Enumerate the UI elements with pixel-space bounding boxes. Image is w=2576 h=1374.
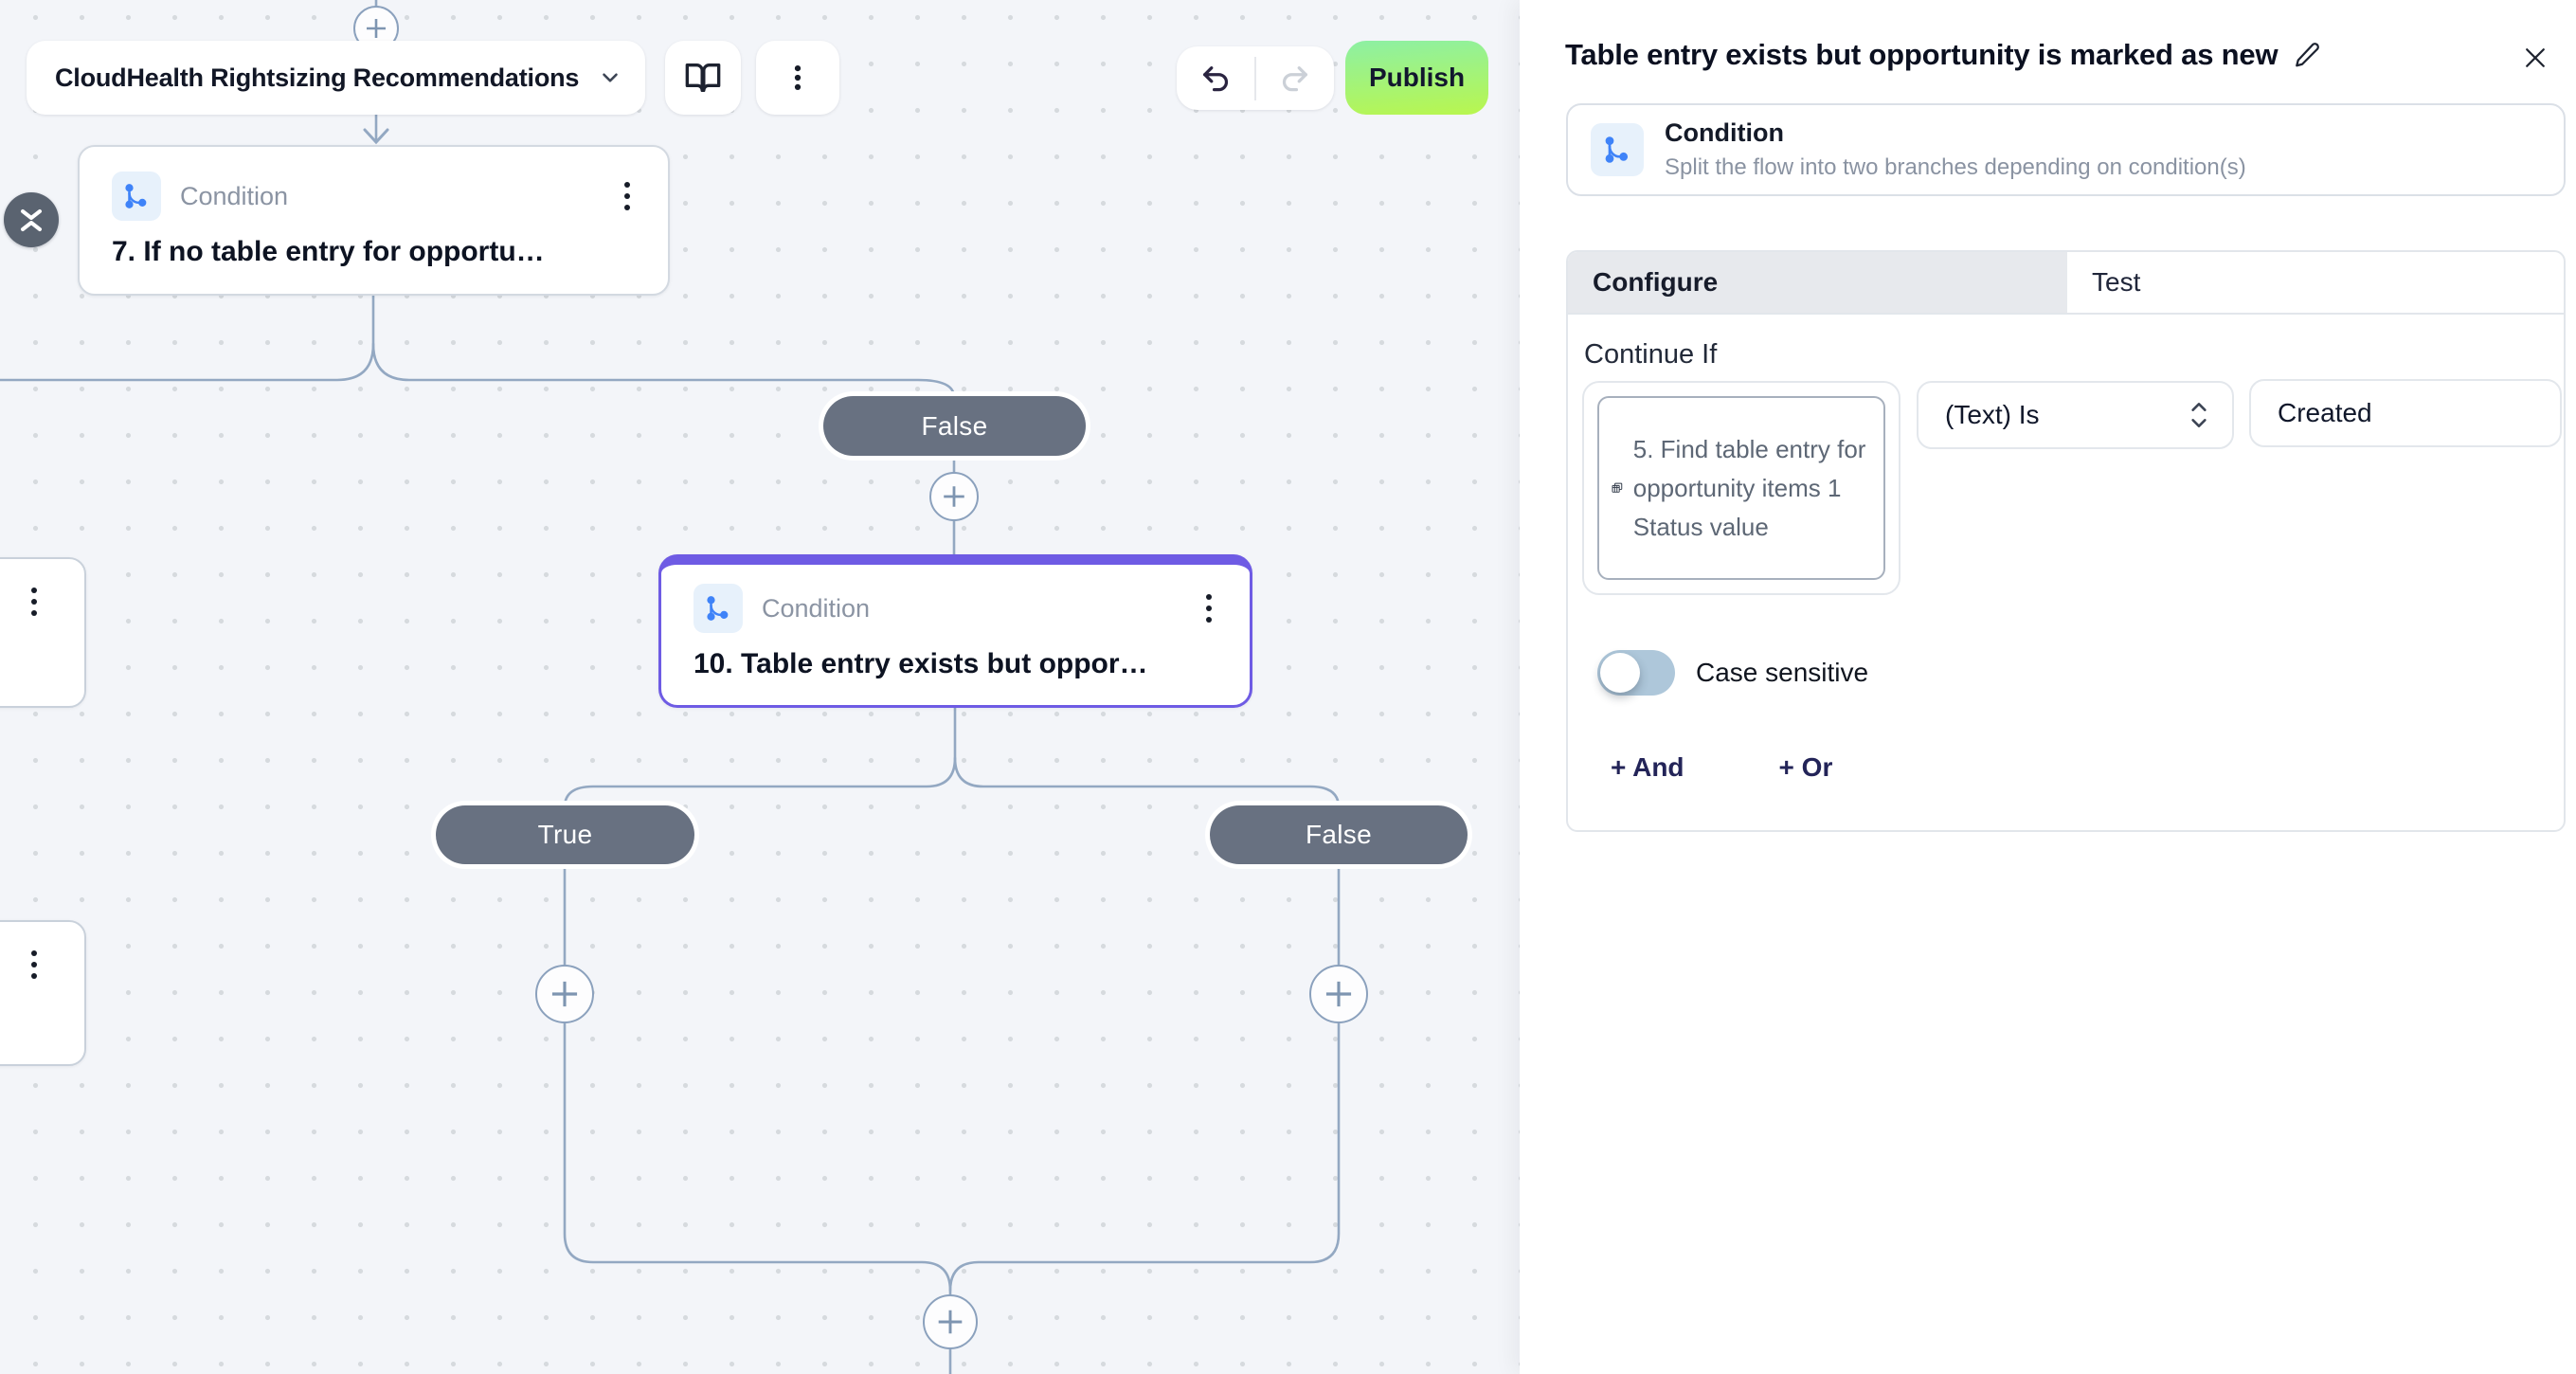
variable-token-text: 5. Find table entry for opportunity item… [1632,434,1866,541]
flow-node-condition-10[interactable]: Condition 10. Table entry exists but opp… [658,554,1252,708]
step-type-description: Split the flow into two branches dependi… [1665,154,2246,180]
step-type-name: Condition [1665,118,1784,147]
branch-label-false-top: False [823,396,1086,456]
edit-pencil-icon [2296,43,2320,67]
flow-node-condition-7[interactable]: Condition 7. If no table entry for oppor… [78,145,670,296]
close-panel-button[interactable] [2515,38,2555,78]
panel-title: Table entry exists but opportunity is ma… [1565,38,2279,71]
panel-tabs: Configure Test [1568,252,2564,315]
case-sensitive-label: Case sensitive [1696,658,1869,687]
table-icon [1612,482,1623,493]
add-and-button[interactable]: + And [1611,752,1684,782]
add-step-button-false-branch[interactable] [1309,965,1368,1023]
branch-label-text: False [1306,820,1372,849]
plus-icon [938,1310,963,1334]
plus-icon [367,19,386,38]
undo-button[interactable] [1177,46,1254,110]
step-type-card: Condition Split the flow into two branch… [1566,103,2566,196]
condition-right-operand-input[interactable]: Created [2249,379,2562,447]
node-type-label: Condition [762,593,871,623]
flow-node-offscreen-left-1[interactable] [0,557,86,708]
close-icon [2526,48,2545,67]
node-menu-button[interactable] [615,178,639,214]
step-config-panel: Table entry exists but opportunity is ma… [1520,0,2576,1374]
branch-label-true: True [436,805,694,864]
collapse-icon [21,209,42,231]
plus-icon [1325,981,1352,1007]
chevron-updown-icon [2191,403,2207,427]
redo-icon [1282,65,1307,91]
node-type-label: Condition [180,181,289,210]
add-or-button[interactable]: + Or [1778,752,1833,782]
rename-step-button[interactable] [2293,41,2321,69]
flow-node-offscreen-left-2[interactable] [0,920,86,1066]
chevron-down-icon [603,73,618,82]
node-title: 10. Table entry exists but oppor… [694,648,1148,679]
node-menu-button[interactable] [22,947,46,983]
add-step-button-false-top[interactable] [929,472,979,521]
configure-section: Configure Test Continue If 5. Find table… [1566,250,2566,832]
undo-redo-group [1177,46,1334,110]
branch-label-text: True [537,820,593,849]
plus-icon [551,981,578,1007]
add-step-button-true-branch[interactable] [535,965,594,1023]
branch-label-text: False [921,410,988,441]
right-operand-value: Created [2278,398,2372,427]
continue-if-label: Continue If [1584,339,1718,370]
branch-label-false-right: False [1210,805,1468,864]
tab-test[interactable]: Test [2092,267,2141,297]
flow-name-label: CloudHealth Rightsizing Recommendations [55,63,580,92]
case-sensitive-row: Case sensitive [1597,650,1868,696]
kebab-menu-icon [794,64,802,91]
divider [1254,56,1256,100]
plus-icon [944,486,964,507]
condition-branch-icon [694,584,743,633]
case-sensitive-toggle[interactable] [1597,650,1675,696]
condition-branch-icon [1591,123,1644,176]
canvas-close-button[interactable] [4,192,59,247]
condition-branch-icon [112,172,161,221]
node-menu-button[interactable] [1197,590,1221,626]
node-title: 7. If no table entry for opportu… [112,236,545,267]
publish-button[interactable]: Publish [1345,41,1488,115]
add-step-button-merge[interactable] [923,1294,978,1349]
variable-token[interactable]: 5. Find table entry for opportunity item… [1597,396,1885,580]
undo-icon [1203,65,1229,91]
node-menu-button[interactable] [22,584,46,620]
flow-name-dropdown[interactable]: CloudHealth Rightsizing Recommendations [27,41,645,115]
book-icon [685,63,721,93]
docs-button[interactable] [665,41,741,115]
operator-value: (Text) Is [1945,400,2040,429]
tab-configure[interactable]: Configure [1568,252,2067,313]
condition-left-operand-field[interactable]: 5. Find table entry for opportunity item… [1582,381,1900,595]
redo-button[interactable] [1256,46,1334,110]
condition-operator-select[interactable]: (Text) Is [1917,381,2234,449]
toolbar-menu-button[interactable] [756,41,839,115]
toggle-knob [1600,653,1640,693]
